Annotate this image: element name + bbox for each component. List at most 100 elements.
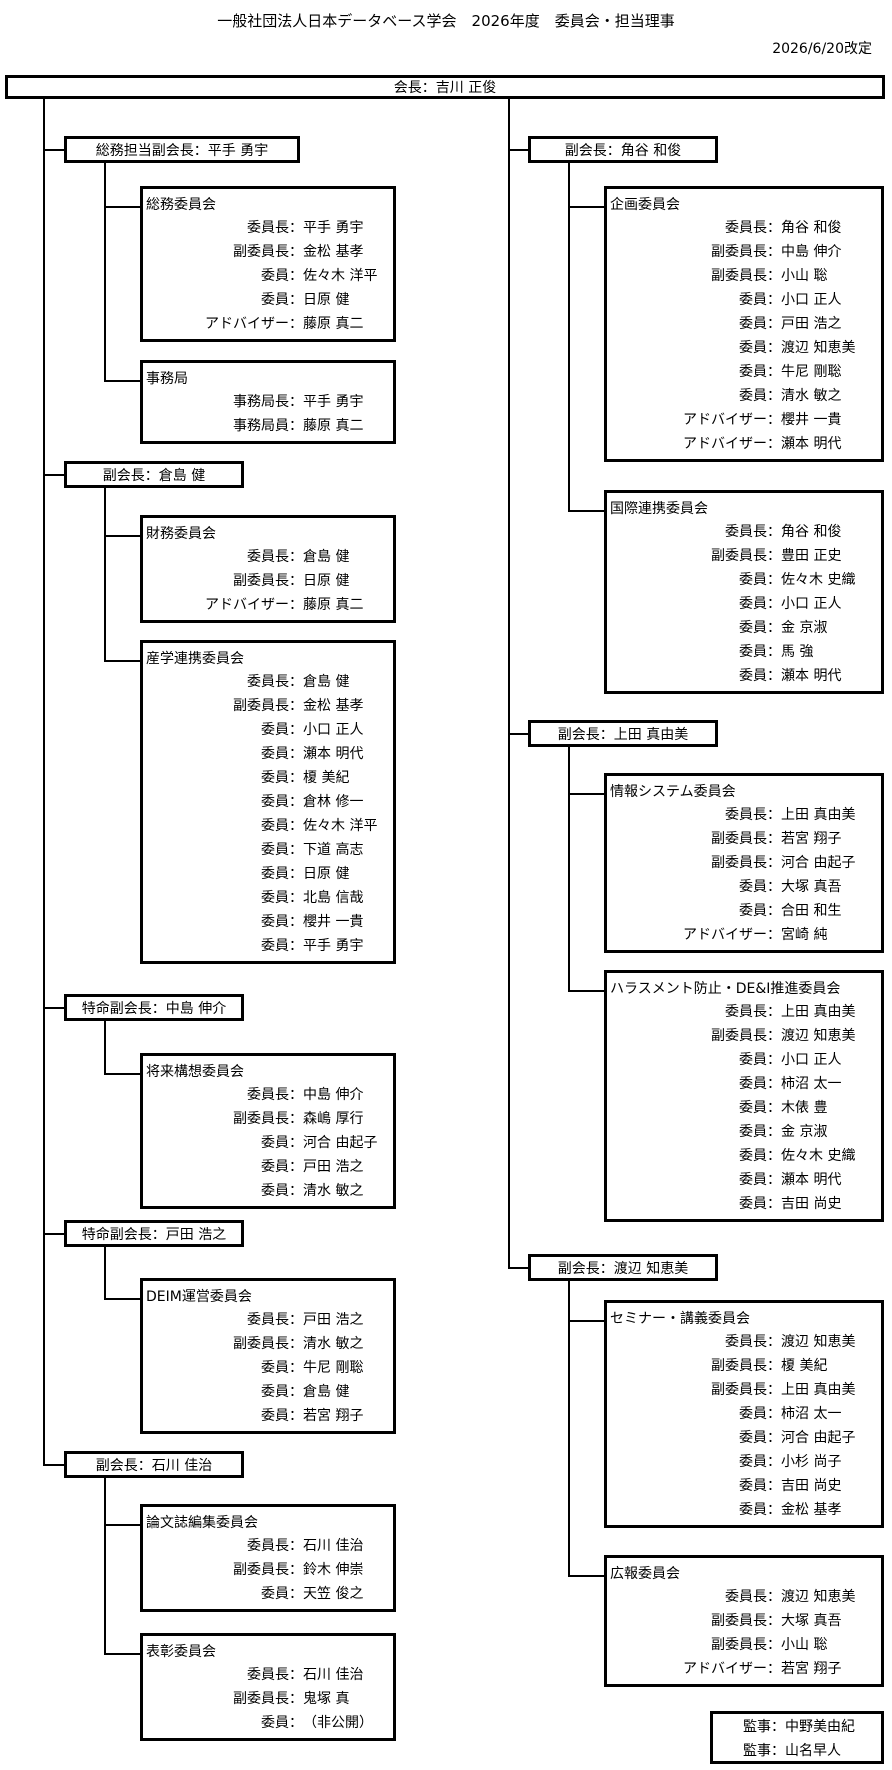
member-role: 委員： — [739, 1076, 781, 1092]
auditors-box: 監事： 中野美由紀 監事： 山名早人 — [710, 1711, 884, 1764]
committee-name: 財務委員会 — [146, 526, 216, 542]
member-row: 副委員長：渡辺 知恵美 — [711, 1023, 877, 1047]
member-role: 委員： — [739, 292, 781, 308]
member-row: 委員：河合 由起子 — [261, 1130, 389, 1154]
connector-line — [568, 793, 604, 795]
member-name: 河合 由起子 — [303, 1135, 378, 1151]
member-role: 副委員長： — [233, 1336, 303, 1352]
member-role: 委員： — [739, 572, 781, 588]
connector-line — [104, 206, 140, 208]
auditor-role: 監事： — [743, 1743, 785, 1759]
committee-name: 国際連携委員会 — [610, 501, 708, 517]
member-name: （非公開） — [303, 1715, 373, 1731]
member-role: 委員： — [261, 722, 303, 738]
member-name: 倉島 健 — [303, 1384, 350, 1400]
member-role: 委員長： — [247, 220, 303, 236]
member-row: 委員長：上田 真由美 — [725, 802, 877, 826]
member-name: 瀬本 明代 — [781, 1172, 842, 1188]
member-name: 榎 美紀 — [781, 1358, 828, 1374]
member-name: 牛尼 剛聡 — [303, 1360, 364, 1376]
member-name: 小口 正人 — [781, 596, 842, 612]
member-role: 委員： — [739, 1100, 781, 1116]
member-role: 副委員長： — [233, 573, 303, 589]
member-row: 委員：清水 敏之 — [739, 383, 877, 407]
member-role: 副委員長： — [711, 1028, 781, 1044]
member-role: 委員： — [261, 914, 303, 930]
committee-box: 企画委員会委員長：角谷 和俊副委員長：中島 伸介副委員長：小山 聡委員：小口 正… — [604, 186, 884, 462]
vp-label: 総務担当副会長：平手 勇宇 — [95, 142, 269, 159]
connector-line — [43, 1007, 64, 1009]
member-row: 委員：戸田 浩之 — [739, 311, 877, 335]
member-role: 委員： — [261, 1135, 303, 1151]
member-role: 委員： — [739, 1502, 781, 1518]
connector-line — [104, 380, 140, 382]
member-role: 委員長： — [247, 674, 303, 690]
member-name: 渡辺 知恵美 — [781, 1028, 856, 1044]
connector-line — [568, 1320, 604, 1322]
member-row: 委員：小口 正人 — [261, 717, 389, 741]
member-row: 委員：平手 勇宇 — [261, 933, 389, 957]
connector-line — [104, 488, 106, 660]
member-name: 清水 敏之 — [303, 1183, 364, 1199]
member-name: 若宮 翔子 — [781, 831, 842, 847]
member-row: 副委員長：金松 基孝 — [233, 693, 389, 717]
member-name: 藤原 真二 — [303, 597, 364, 613]
member-name: 大塚 真吾 — [781, 879, 842, 895]
member-name: 平手 勇宇 — [303, 938, 364, 954]
member-row: 委員長：渡辺 知恵美 — [725, 1329, 877, 1353]
member-row: 副委員長：鬼塚 真 — [233, 1686, 389, 1710]
member-role: 委員： — [261, 746, 303, 762]
president-label: 会長：吉川 正俊 — [393, 80, 497, 96]
member-role: 委員： — [261, 1715, 303, 1731]
member-row: アドバイザー：若宮 翔子 — [683, 1656, 877, 1680]
member-role: 委員： — [261, 890, 303, 906]
vp-label: 副会長：倉島 健 — [102, 467, 206, 484]
member-row: 委員：日原 健 — [261, 287, 389, 311]
committee-name: 広報委員会 — [610, 1566, 680, 1582]
connector-line — [104, 535, 140, 537]
member-role: 委員長： — [725, 1334, 781, 1350]
member-row: 副委員長：日原 健 — [233, 568, 389, 592]
vp-label: 副会長：上田 真由美 — [557, 726, 689, 743]
vp-box: 副会長：角谷 和俊 — [528, 136, 718, 163]
member-role: 委員： — [739, 1430, 781, 1446]
member-name: 北島 信哉 — [303, 890, 364, 906]
committee-name: 産学連携委員会 — [146, 651, 244, 667]
member-name: 上田 真由美 — [781, 1382, 856, 1398]
member-role: 委員： — [739, 316, 781, 332]
member-role: 副委員長： — [711, 268, 781, 284]
member-row: 委員：小口 正人 — [739, 1047, 877, 1071]
member-name: 日原 健 — [303, 866, 350, 882]
member-row: 委員：小杉 尚子 — [739, 1449, 877, 1473]
vp-label: 副会長：石川 佳治 — [95, 1457, 213, 1474]
connector-line — [43, 1233, 64, 1235]
member-role: 委員： — [261, 1360, 303, 1376]
member-row: 副委員長：大塚 真吾 — [711, 1608, 877, 1632]
member-name: 柿沼 太一 — [781, 1406, 842, 1422]
member-name: 戸田 浩之 — [303, 1159, 364, 1175]
committee-box: 論文誌編集委員会委員長：石川 佳治副委員長：鈴木 伸崇委員：天笠 俊之 — [140, 1504, 396, 1612]
vp-box: 特命副会長：中島 伸介 — [64, 994, 244, 1021]
member-role: 委員長： — [725, 524, 781, 540]
member-name: 上田 真由美 — [781, 807, 856, 823]
member-role: アドバイザー： — [683, 436, 781, 452]
member-name: 渡辺 知恵美 — [781, 1334, 856, 1350]
member-row: 委員：金松 基孝 — [739, 1497, 877, 1521]
member-row: 副委員長：鈴木 伸崇 — [233, 1557, 389, 1581]
member-name: 小口 正人 — [781, 1052, 842, 1068]
member-role: 副委員長： — [233, 244, 303, 260]
member-role: アドバイザー： — [683, 1661, 781, 1677]
member-role: 委員： — [739, 1148, 781, 1164]
connector-line — [568, 747, 570, 990]
member-name: 小山 聡 — [781, 268, 828, 284]
member-name: 小山 聡 — [781, 1637, 828, 1653]
member-role: 委員： — [739, 644, 781, 660]
member-role: 副委員長： — [233, 1111, 303, 1127]
member-role: 委員： — [739, 1478, 781, 1494]
member-name: 角谷 和俊 — [781, 524, 842, 540]
member-name: 瀬本 明代 — [781, 668, 842, 684]
member-name: 中島 伸介 — [781, 244, 842, 260]
member-role: 委員： — [739, 1196, 781, 1212]
member-role: 委員： — [261, 268, 303, 284]
member-row: アドバイザー：瀬本 明代 — [683, 431, 877, 455]
